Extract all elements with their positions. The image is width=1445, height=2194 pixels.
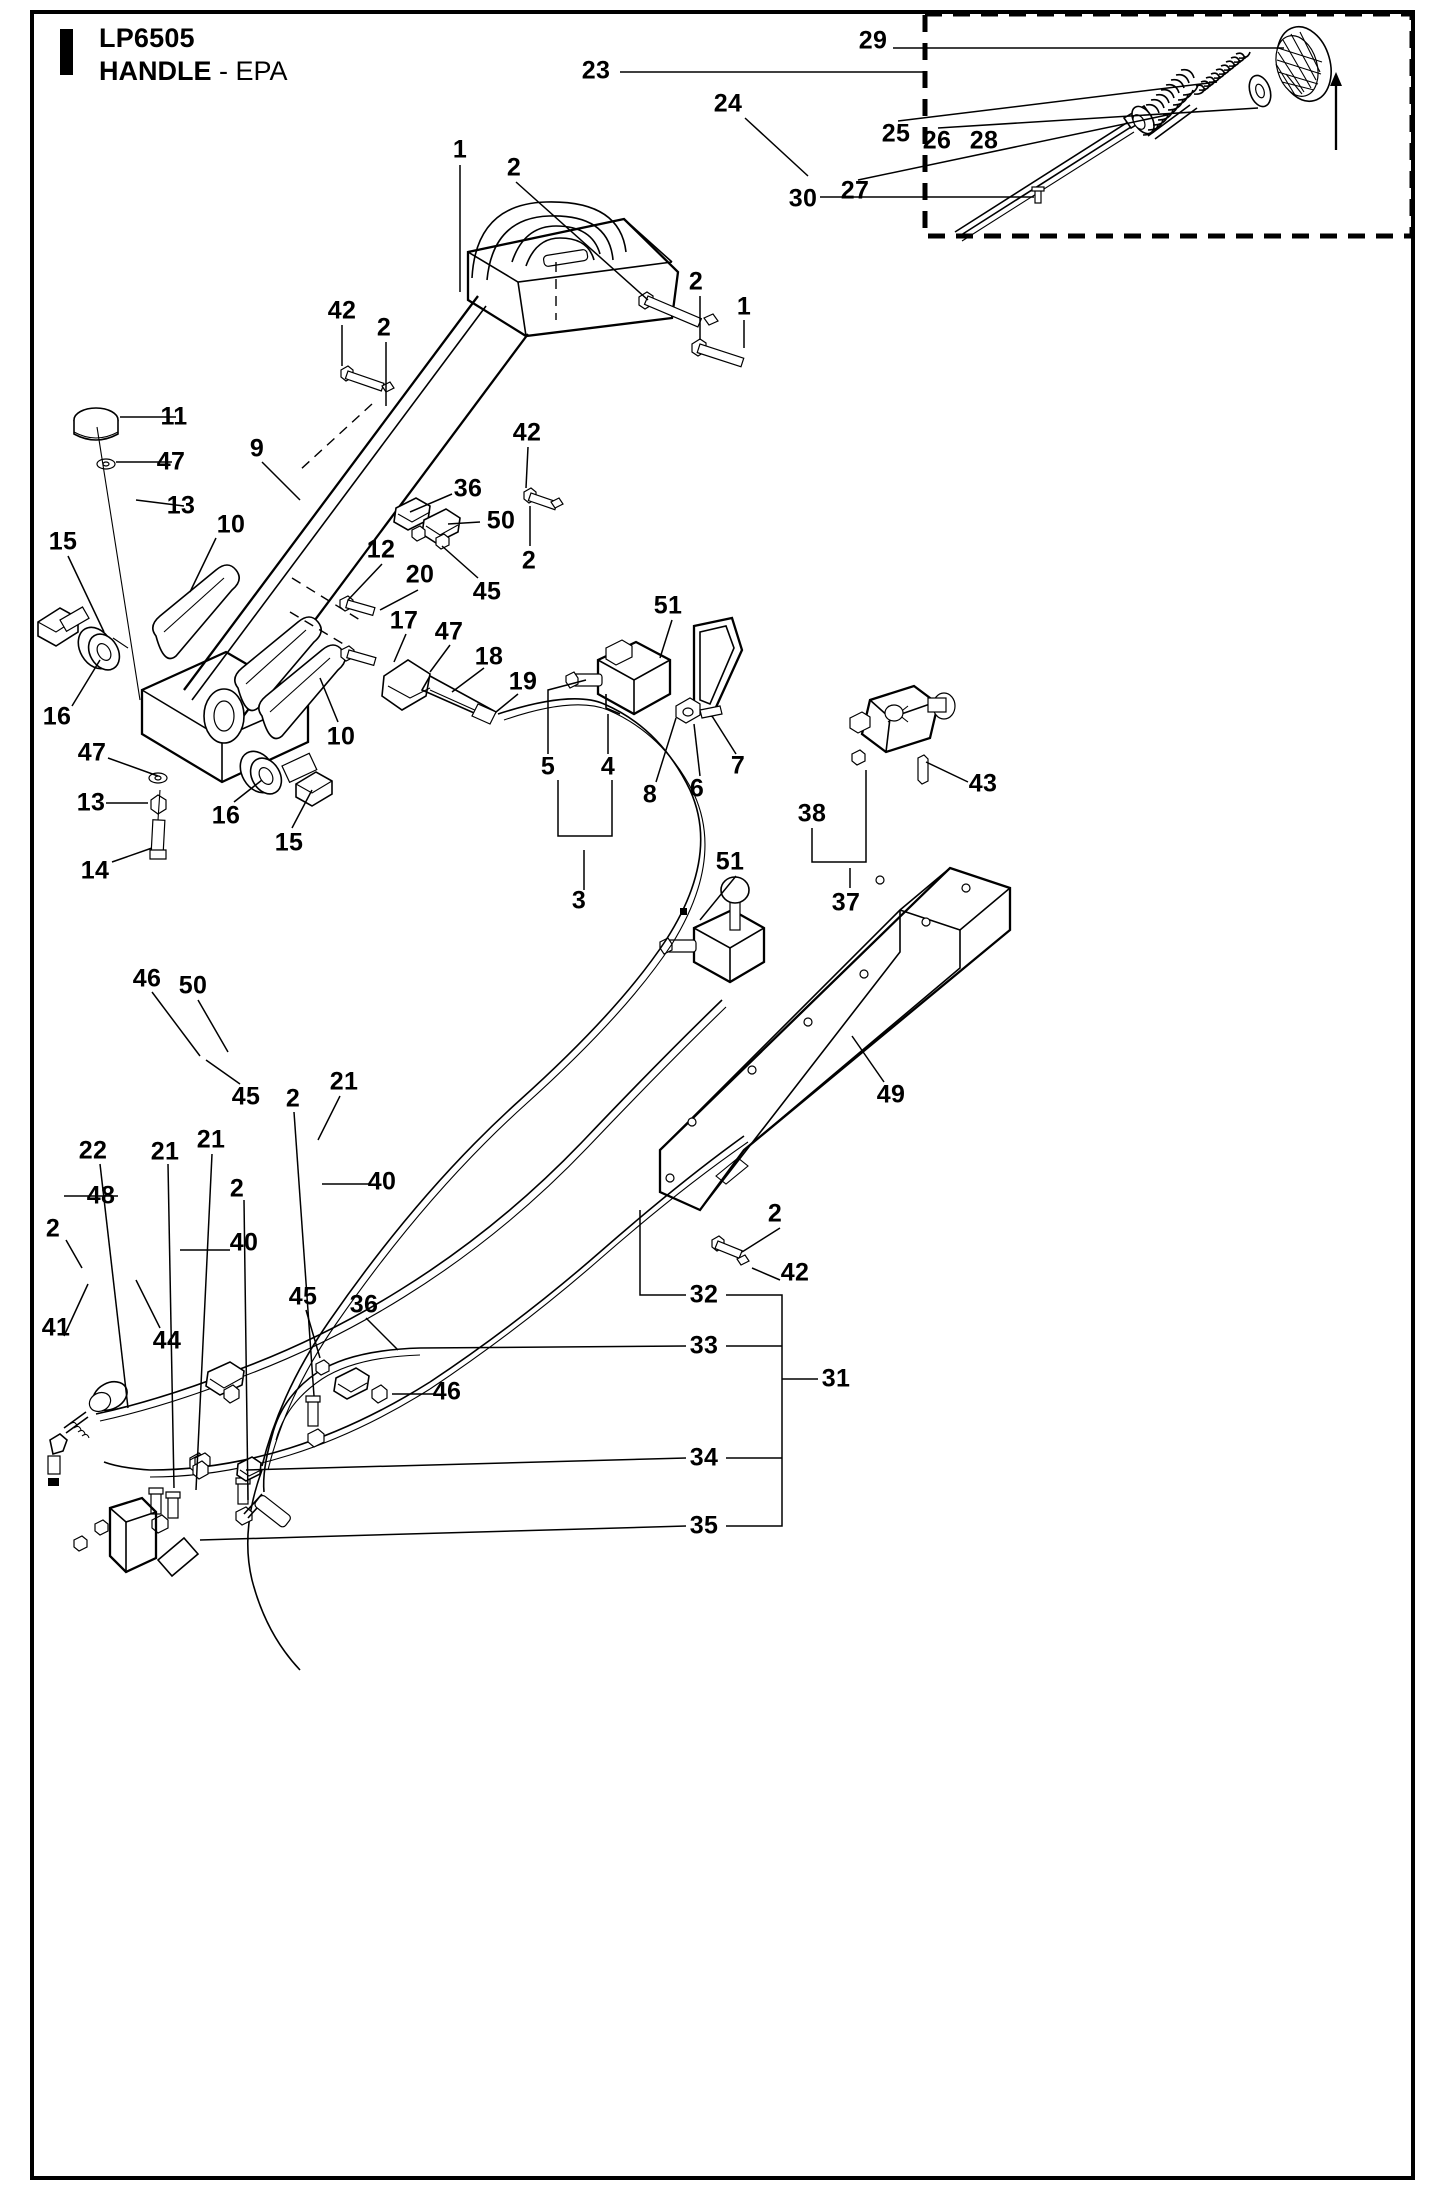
callout-3: 3 (571, 886, 587, 915)
callout-21c: 21 (196, 1125, 226, 1154)
section-name: HANDLE (99, 55, 212, 86)
callout-42c: 42 (780, 1258, 810, 1287)
callout-2f: 2 (229, 1174, 245, 1203)
callout-40: 40 (367, 1167, 397, 1196)
callout-36b: 36 (349, 1290, 379, 1319)
callout-46: 46 (132, 964, 162, 993)
callout-45: 45 (472, 577, 502, 606)
callout-5: 5 (540, 752, 556, 781)
callout-19: 19 (508, 667, 538, 696)
callout-2: 2 (506, 153, 522, 182)
callout-33: 33 (689, 1331, 719, 1360)
callout-21b: 21 (150, 1137, 180, 1166)
callout-2g: 2 (45, 1214, 61, 1243)
callout-40b: 40 (229, 1228, 259, 1257)
callout-25: 25 (881, 119, 911, 148)
callout-15: 15 (48, 527, 78, 556)
callout-20: 20 (405, 560, 435, 589)
callout-37: 37 (831, 888, 861, 917)
callout-1b: 1 (736, 292, 752, 321)
callout-6: 6 (689, 774, 705, 803)
callout-14: 14 (80, 856, 110, 885)
diagram-border (30, 10, 1415, 2180)
callout-27: 27 (840, 176, 870, 205)
callout-11: 11 (160, 402, 188, 431)
callout-10b: 10 (326, 722, 356, 751)
callout-2h: 2 (767, 1199, 783, 1228)
callout-10: 10 (216, 510, 246, 539)
callout-51: 51 (653, 591, 683, 620)
callout-26: 26 (922, 126, 952, 155)
model-title: LP6505 (99, 23, 195, 53)
callout-7: 7 (730, 751, 746, 780)
callout-34: 34 (689, 1443, 719, 1472)
callout-30: 30 (788, 184, 818, 213)
callout-2b: 2 (688, 267, 704, 296)
callout-2c: 2 (376, 313, 392, 342)
callout-15b: 15 (274, 828, 304, 857)
callout-45b: 45 (231, 1082, 261, 1111)
callout-45c: 45 (288, 1282, 318, 1311)
callout-18: 18 (474, 642, 504, 671)
callout-2d: 2 (521, 546, 537, 575)
callout-46b: 46 (432, 1377, 462, 1406)
callout-4: 4 (600, 752, 616, 781)
title-block: LP6505 HANDLE - EPA (60, 22, 288, 88)
callout-12: 12 (366, 535, 396, 564)
callout-13: 13 (166, 491, 196, 520)
callout-38: 38 (797, 799, 827, 828)
callout-42: 42 (327, 296, 357, 325)
callout-35: 35 (689, 1511, 719, 1540)
callout-24: 24 (713, 89, 743, 118)
callout-21: 21 (329, 1067, 359, 1096)
callout-48: 48 (86, 1181, 116, 1210)
callout-32: 32 (689, 1280, 719, 1309)
callout-50b: 50 (178, 971, 208, 1000)
title-text: LP6505 HANDLE - EPA (99, 22, 288, 88)
callout-41: 41 (41, 1313, 71, 1342)
callout-29: 29 (858, 26, 888, 55)
section-qualifier: - EPA (219, 55, 288, 86)
callout-1: 1 (452, 135, 468, 164)
callout-42b: 42 (512, 418, 542, 447)
callout-47c: 47 (434, 617, 464, 646)
callout-43: 43 (968, 769, 998, 798)
callout-2e: 2 (285, 1084, 301, 1113)
section-title: HANDLE - EPA (99, 55, 288, 88)
callout-51b: 51 (715, 847, 745, 876)
callout-31: 31 (821, 1364, 851, 1393)
callout-16: 16 (42, 702, 72, 731)
callout-44: 44 (152, 1326, 182, 1355)
callout-9: 9 (249, 434, 265, 463)
callout-47b: 47 (77, 738, 107, 767)
callout-8: 8 (642, 780, 658, 809)
callout-47: 47 (156, 447, 186, 476)
callout-17: 17 (389, 606, 419, 635)
callout-50: 50 (486, 506, 516, 535)
callout-22: 22 (78, 1136, 108, 1165)
callout-28: 28 (969, 126, 999, 155)
callout-23: 23 (581, 56, 611, 85)
callout-16b: 16 (211, 801, 241, 830)
callout-36: 36 (453, 474, 483, 503)
callout-13b: 13 (76, 788, 106, 817)
callout-49: 49 (876, 1080, 906, 1109)
section-mark-bar (60, 29, 73, 75)
